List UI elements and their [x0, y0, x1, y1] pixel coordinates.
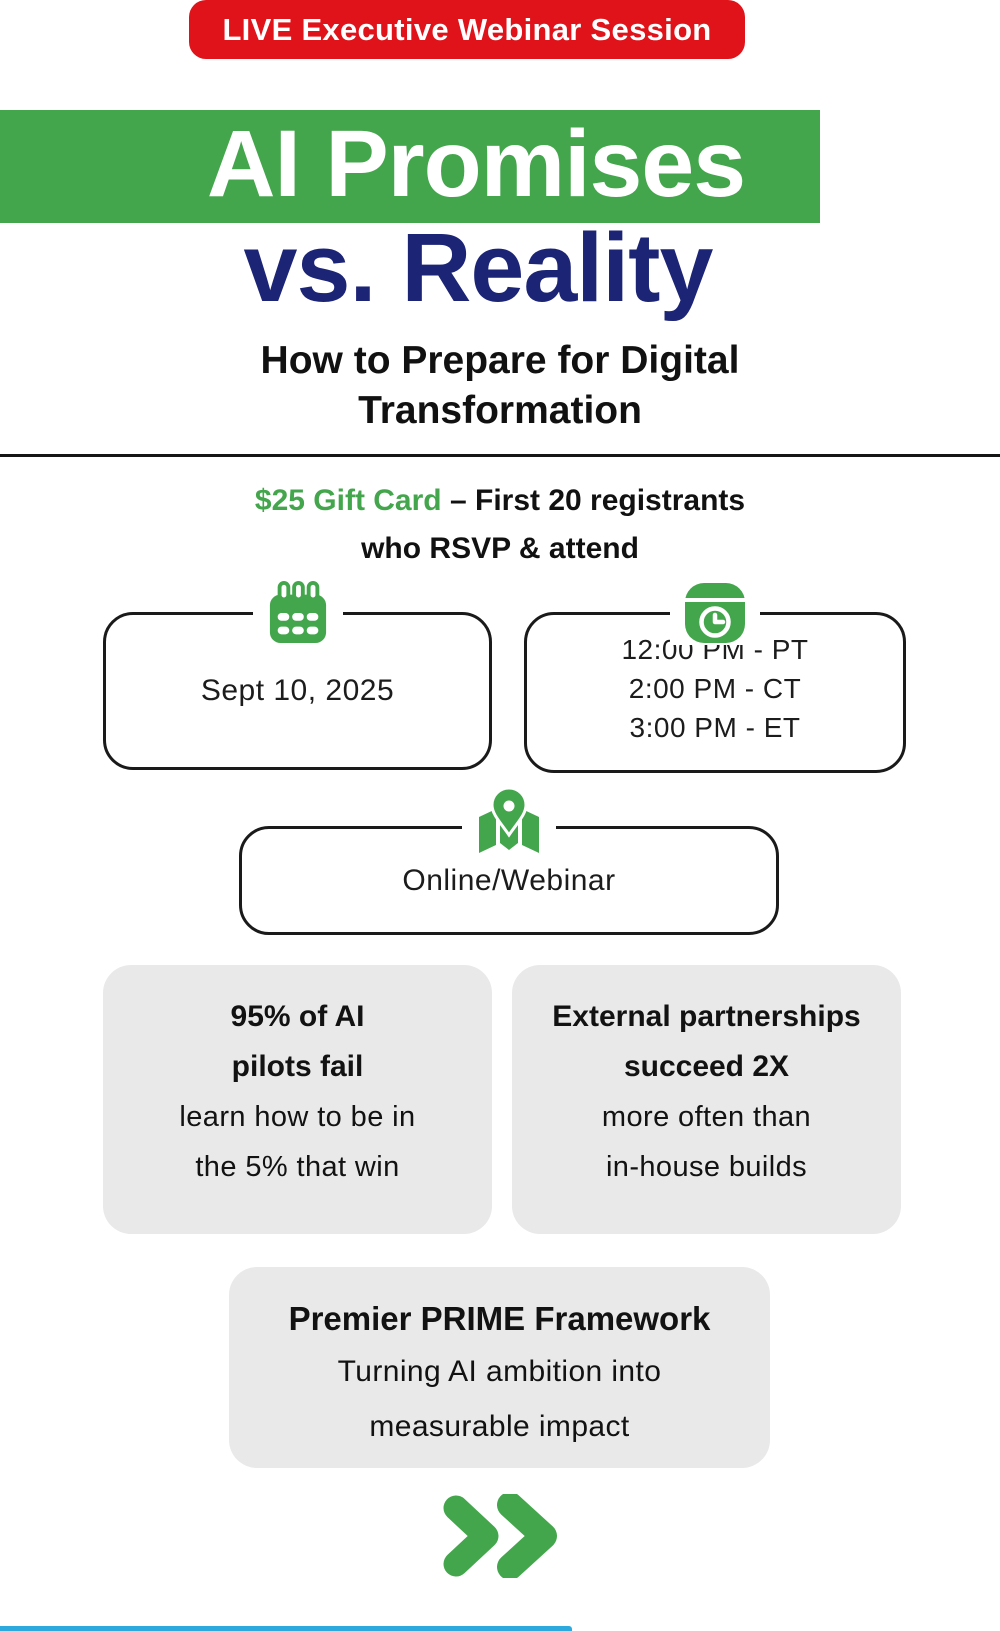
subtitle-line-2: Transformation [358, 389, 642, 432]
offer-line-1: $25 Gift Card – First 20 registrants [0, 477, 1000, 525]
stat-text-line: more often than [601, 1101, 812, 1133]
framework-text-line: Turning AI ambition into [337, 1355, 662, 1388]
event-times: 12:00 PM - PT 2:00 PM - CT 3:00 PM - ET [527, 630, 903, 747]
double-chevron-icon [442, 1492, 558, 1580]
stat-bold-line: External partnerships [552, 1000, 861, 1033]
time-et: 3:00 PM - ET [629, 712, 801, 743]
stat-bold-line: 95% of AI [230, 1000, 365, 1033]
stat-text-line: learn how to be in [179, 1101, 416, 1133]
divider-line [0, 454, 1000, 457]
map-pin-icon [462, 786, 556, 854]
clock-icon [670, 581, 760, 645]
live-session-badge: LIVE Executive Webinar Session [189, 0, 745, 59]
stat-bold-line: pilots fail [231, 1050, 364, 1083]
offer-line-2: who RSVP & attend [361, 532, 639, 565]
stat-text-line: the 5% that win [195, 1151, 400, 1183]
live-session-badge-label: LIVE Executive Webinar Session [222, 11, 712, 47]
stat-bold-line: succeed 2X [623, 1050, 790, 1083]
offer-highlight: $25 Gift Card [254, 484, 442, 517]
subtitle: How to Prepare for Digital Transformatio… [0, 336, 1000, 436]
title-banner: AI Promises [0, 110, 820, 223]
framework-title: Premier PRIME Framework [288, 1300, 711, 1337]
title-line-2: vs. Reality [243, 213, 714, 322]
offer-text: $25 Gift Card – First 20 registrants who… [0, 477, 1000, 573]
framework-text-line: measurable impact [369, 1410, 630, 1443]
title-line-1: AI Promises [206, 111, 746, 217]
date-box: Sept 10, 2025 [103, 579, 492, 770]
footer-accent-bar [0, 1626, 572, 1631]
time-box: 12:00 PM - PT 2:00 PM - CT 3:00 PM - ET [524, 581, 906, 773]
event-location: Online/Webinar [402, 863, 616, 897]
calendar-icon [252, 579, 343, 647]
framework-card: Premier PRIME Framework Turning AI ambit… [229, 1267, 770, 1468]
stat-text-line: in-house builds [605, 1151, 808, 1183]
event-date: Sept 10, 2025 [200, 674, 395, 707]
stat-card-ai-pilots: 95% of AI pilots fail learn how to be in… [103, 965, 492, 1234]
time-ct: 2:00 PM - CT [628, 673, 802, 704]
offer-rest: – First 20 registrants [449, 484, 746, 517]
stat-card-partnerships: External partnerships succeed 2X more of… [512, 965, 901, 1234]
subtitle-line-1: How to Prepare for Digital [260, 339, 740, 382]
location-box: Online/Webinar [239, 786, 779, 935]
